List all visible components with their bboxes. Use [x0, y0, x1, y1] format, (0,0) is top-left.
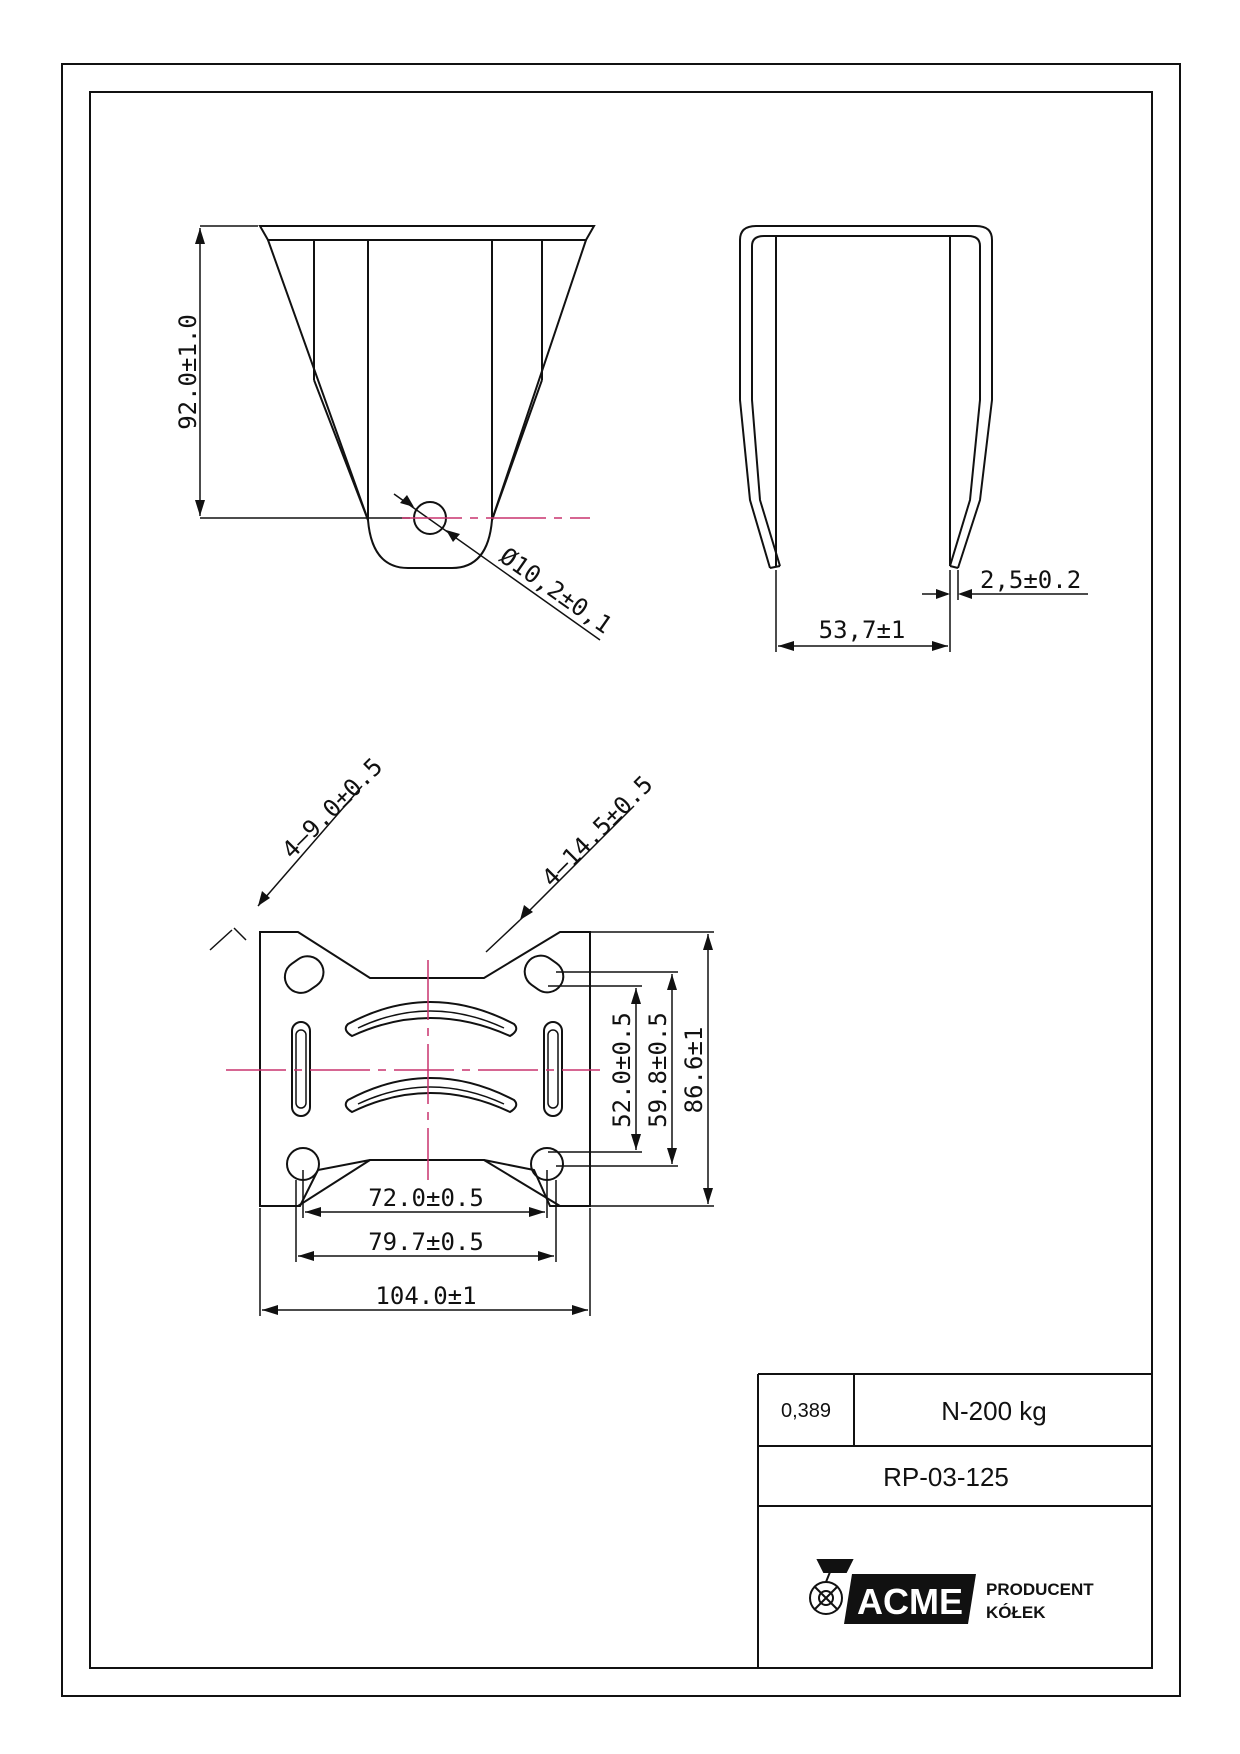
title-part-number: RP-03-125	[883, 1462, 1009, 1492]
inner-border	[89, 91, 1153, 1669]
front-hole-dim: Ø10,2±0,1	[495, 542, 618, 640]
plate-dim-52: 52.0±0.5	[608, 1012, 636, 1128]
front-height-dim: 92.0±1.0	[174, 314, 202, 430]
title-weight: 0,389	[781, 1400, 831, 1422]
plate-dim-104: 104.0±1	[375, 1282, 476, 1310]
plate-small-hole-dim: 4–9.0±0.5	[276, 752, 388, 864]
plate-dim-59: 59.8±0.5	[644, 1012, 672, 1128]
logo-brand: ACME	[857, 1581, 963, 1622]
logo-line1: PRODUCENT	[986, 1580, 1094, 1599]
plate-dim-79: 79.7±0.5	[368, 1228, 484, 1256]
title-block	[757, 1373, 1152, 1668]
logo-brand-box	[844, 1574, 976, 1624]
acme-logo: ACME PRODUCENT KÓŁEK	[809, 1559, 1094, 1624]
plate-dim-86: 86.6±1	[680, 1027, 708, 1114]
logo-line2: KÓŁEK	[986, 1603, 1046, 1622]
side-thickness-dim: 2,5±0.2	[980, 566, 1081, 594]
outer-border	[61, 63, 1181, 1697]
plate-view	[209, 785, 714, 1316]
title-load: N-200 kg	[941, 1396, 1047, 1426]
plate-centerlines	[226, 960, 600, 1180]
side-view	[739, 225, 1088, 652]
side-width-dim: 53,7±1	[819, 616, 906, 644]
plate-large-hole-dim: 4–14.5±0.5	[536, 770, 658, 892]
front-view	[195, 225, 601, 641]
plate-dim-72: 72.0±0.5	[368, 1184, 484, 1212]
caster-wheel-icon	[809, 1559, 854, 1615]
